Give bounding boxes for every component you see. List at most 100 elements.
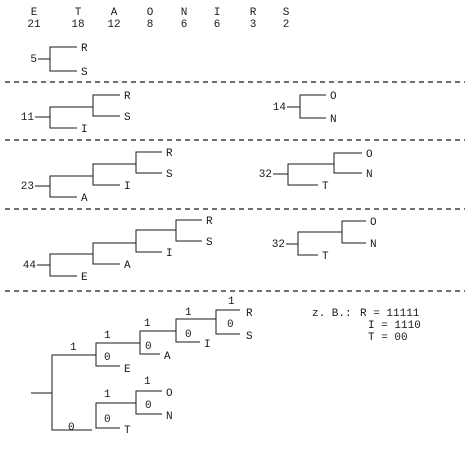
edge [49, 175, 93, 198]
leaf-label: R [206, 216, 213, 228]
branch-bit: 0 [185, 329, 192, 341]
leaf-label: E [124, 364, 131, 376]
leaf-label: T [322, 251, 329, 263]
branch-bit: 1 [185, 307, 192, 319]
leaf-label: A [81, 193, 88, 205]
node-weight: 23 [21, 181, 34, 193]
leaf-label: S [246, 331, 253, 343]
leaf-label: I [124, 181, 131, 193]
leaf-label: O [370, 217, 377, 229]
freq-letter: E [31, 7, 38, 19]
branch-bit: 1 [144, 318, 151, 330]
tree-step2a: 11 R S I [21, 91, 131, 136]
freq-letter: I [214, 7, 221, 19]
freq-count: 2 [283, 19, 290, 31]
code-example: z. B.: R = 11111 I = 1110 T = 00 [312, 308, 421, 344]
edge [297, 231, 342, 256]
tree-step2b: 14 O N [273, 91, 337, 126]
leaf-label: R [81, 43, 88, 55]
leaf-label: S [166, 169, 173, 181]
tree-step1: 5 R S [30, 43, 88, 79]
edge [135, 151, 162, 174]
leaf-label: I [166, 248, 173, 260]
freq-count: 18 [71, 19, 84, 31]
edge [51, 354, 96, 431]
leaf-label: A [124, 260, 131, 272]
edge [92, 242, 136, 265]
edge [287, 163, 334, 186]
edge [299, 94, 326, 119]
leaf-label: O [166, 388, 173, 400]
branch-bit: 0 [104, 352, 111, 364]
node-weight: 14 [273, 102, 287, 114]
branch-bit: 0 [104, 414, 111, 426]
node-weight: 44 [23, 260, 37, 272]
leaf-label: T [124, 425, 131, 437]
edge [341, 220, 366, 244]
freq-count: 21 [27, 19, 41, 31]
freq-count: 8 [147, 19, 154, 31]
leaf-label: S [81, 67, 88, 79]
final-tree: R S I A E O N T 1 0 1 0 1 0 1 0 1 0 1 0 … [31, 296, 253, 437]
node-weight: 32 [272, 239, 285, 251]
freq-count: 6 [214, 19, 221, 31]
freq-count: 6 [181, 19, 188, 31]
freq-letter: T [75, 7, 82, 19]
edge [135, 390, 162, 415]
freq-letter: R [250, 7, 257, 19]
freq-letter: S [283, 7, 290, 19]
branch-bit: 0 [145, 341, 152, 353]
leaf-label: R [124, 91, 131, 103]
edge [95, 402, 136, 429]
branch-bit: 1 [104, 389, 111, 401]
leaf-label: A [164, 351, 171, 363]
edge [215, 309, 240, 335]
edge [95, 342, 140, 367]
branch-bit: 0 [68, 422, 75, 434]
leaf-label: I [81, 124, 88, 136]
edge [92, 163, 136, 186]
frequency-table: E T A O N I R S 21 18 12 8 6 6 3 2 [27, 7, 289, 31]
leaf-label: N [366, 169, 373, 181]
node-weight: 5 [30, 54, 37, 66]
leaf-label: O [366, 149, 373, 161]
leaf-label: S [206, 237, 213, 249]
freq-count: 3 [250, 19, 257, 31]
example-prefix: z. B.: [312, 308, 352, 320]
branch-bit: 0 [227, 319, 234, 331]
leaf-label: I [204, 339, 211, 351]
example-code-line: R = 11111 [360, 308, 420, 320]
example-code-line: T = 00 [368, 332, 408, 344]
freq-count: 12 [107, 19, 120, 31]
branch-bit: 1 [70, 342, 77, 354]
edge [49, 106, 93, 129]
branch-bit: 1 [104, 330, 111, 342]
tree-step3b: 32 O N T [259, 149, 373, 193]
leaf-label: S [124, 112, 131, 124]
edge [139, 330, 176, 355]
edge [175, 219, 202, 242]
leaf-label: O [330, 91, 337, 103]
node-weight: 11 [21, 112, 35, 124]
leaf-label: T [322, 181, 329, 193]
leaf-label: R [246, 308, 253, 320]
node-weight: 32 [259, 169, 272, 181]
freq-letter: O [147, 7, 154, 19]
leaf-label: N [166, 411, 173, 423]
leaf-label: R [166, 148, 173, 160]
branch-bit: 1 [144, 376, 151, 388]
edge [49, 253, 93, 277]
freq-letter: N [181, 7, 188, 19]
edge [333, 152, 362, 174]
leaf-label: E [81, 272, 88, 284]
tree-step4a: 44 R S I A E [23, 216, 213, 284]
leaf-label: N [370, 239, 377, 251]
freq-letter: A [111, 7, 118, 19]
branch-bit: 0 [145, 400, 152, 412]
edge [135, 229, 176, 253]
edge [175, 318, 216, 343]
branch-bit: 1 [228, 296, 235, 308]
edge [49, 46, 77, 72]
